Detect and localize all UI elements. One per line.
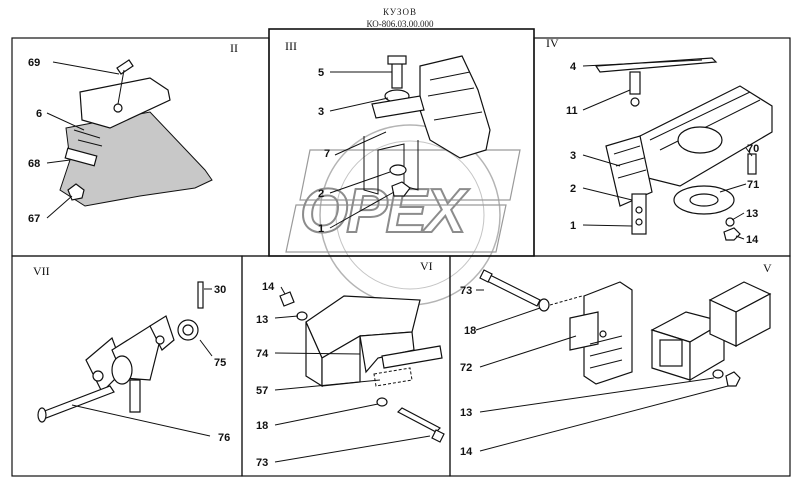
watermark-logo: OPEX (285, 124, 521, 306)
callout-71: 71 (747, 179, 759, 191)
callout-5: 5 (318, 67, 324, 79)
callout-69: 69 (28, 57, 40, 69)
callout-70: 70 (747, 143, 759, 155)
callout-68: 68 (28, 158, 40, 170)
callout-7: 7 (324, 148, 330, 160)
callout-13: 13 (746, 208, 758, 220)
callout-67: 67 (28, 213, 40, 225)
panel-ii-numeral: II (230, 41, 238, 55)
callout-73b: 73 (460, 285, 472, 297)
panel-iv-drawing (594, 57, 773, 241)
callout-11: 11 (566, 105, 578, 117)
panel-vi-drawing (279, 291, 445, 443)
panel-vii-drawing (37, 281, 204, 423)
drawing-title: КУЗОВ (382, 7, 418, 17)
callout-75: 75 (214, 357, 226, 369)
panel-v-frame (449, 255, 791, 477)
callout-18: 18 (256, 420, 268, 432)
callout-2b: 2 (570, 183, 576, 195)
callout-2: 2 (318, 188, 324, 200)
panel-v-drawing (479, 269, 772, 387)
panel-iv-numeral: IV (546, 36, 559, 50)
callout-4: 4 (570, 61, 577, 73)
callout-3b: 3 (570, 150, 576, 162)
callout-1: 1 (318, 223, 324, 235)
callout-76: 76 (218, 432, 230, 444)
panel-ii-drawing (59, 59, 213, 207)
panel-v-numeral: V (763, 261, 772, 275)
drawing-code: КО-806.03.00.000 (366, 19, 434, 29)
callout-6: 6 (36, 108, 42, 120)
callout-57: 57 (256, 385, 268, 397)
callout-74: 74 (256, 348, 269, 360)
panel-vi-numeral: VI (420, 259, 433, 273)
panel-vii-numeral: VII (33, 264, 50, 278)
callout-73: 73 (256, 457, 268, 469)
callout-1b: 1 (570, 220, 576, 232)
callout-3: 3 (318, 106, 324, 118)
callout-14b: 14 (262, 281, 275, 293)
callout-13c: 13 (460, 407, 472, 419)
callout-72: 72 (460, 362, 472, 374)
panel-iii-numeral: III (285, 39, 297, 53)
callout-14c: 14 (460, 446, 473, 458)
callout-18b: 18 (464, 325, 476, 337)
watermark-text: OPEX (300, 177, 470, 246)
panel-iii-drawing (363, 55, 491, 197)
callout-30: 30 (214, 284, 226, 296)
callout-14: 14 (746, 234, 759, 246)
callout-13b: 13 (256, 314, 268, 326)
